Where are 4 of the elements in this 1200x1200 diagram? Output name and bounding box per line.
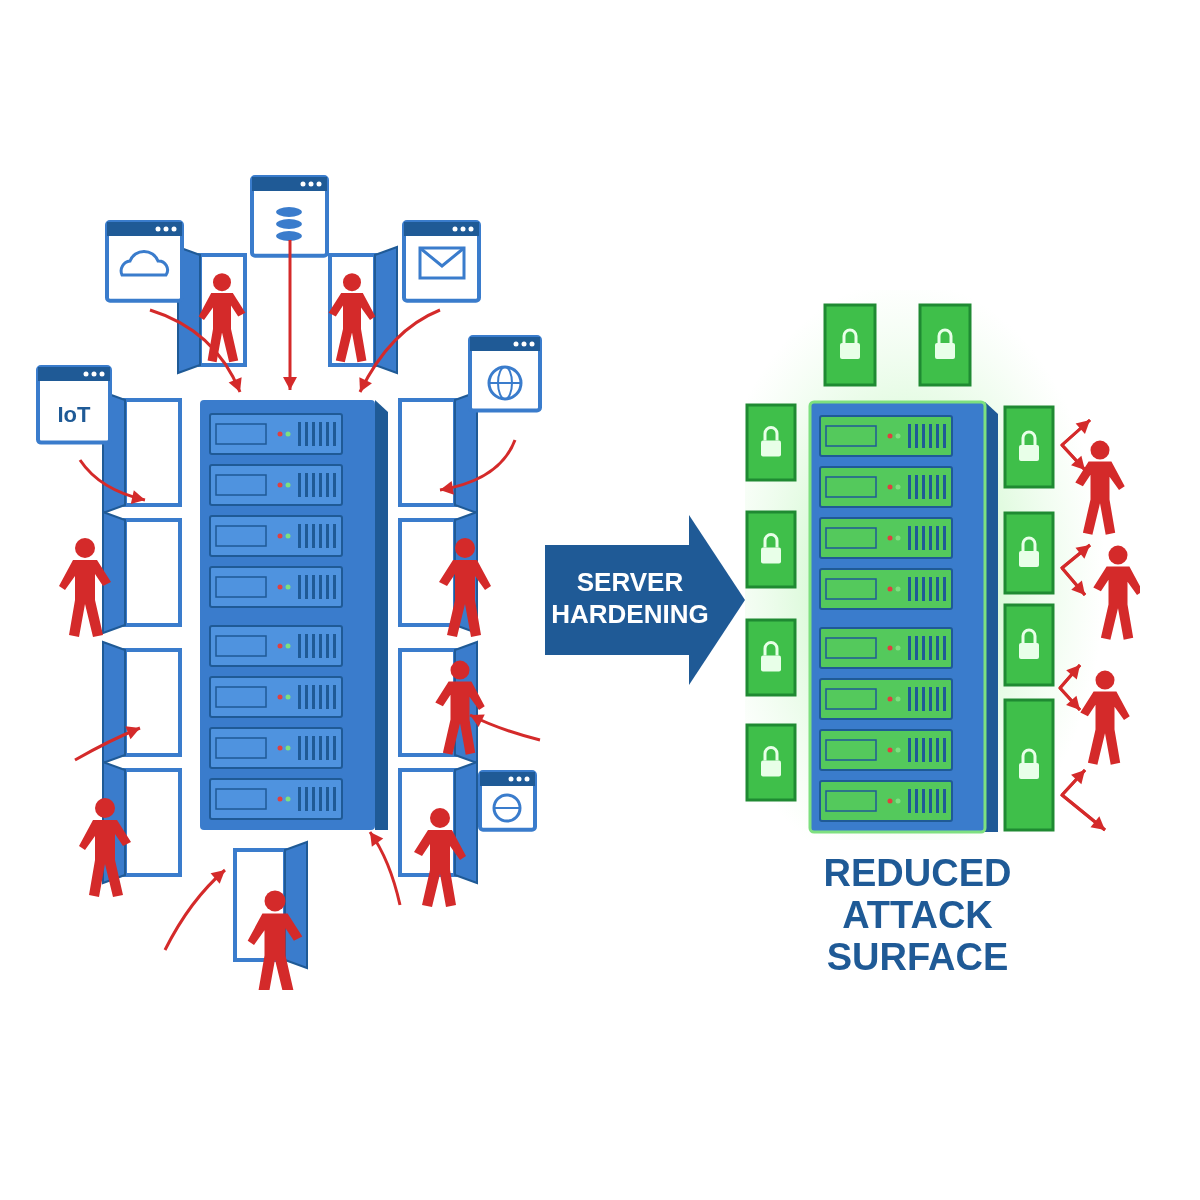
icon-text: IoT [56,402,92,428]
edge-label: SERVER HARDENING [550,566,710,630]
block-arrow [545,515,745,685]
drawing-caption: REDUCED ATTACK SURFACE [822,852,1013,978]
